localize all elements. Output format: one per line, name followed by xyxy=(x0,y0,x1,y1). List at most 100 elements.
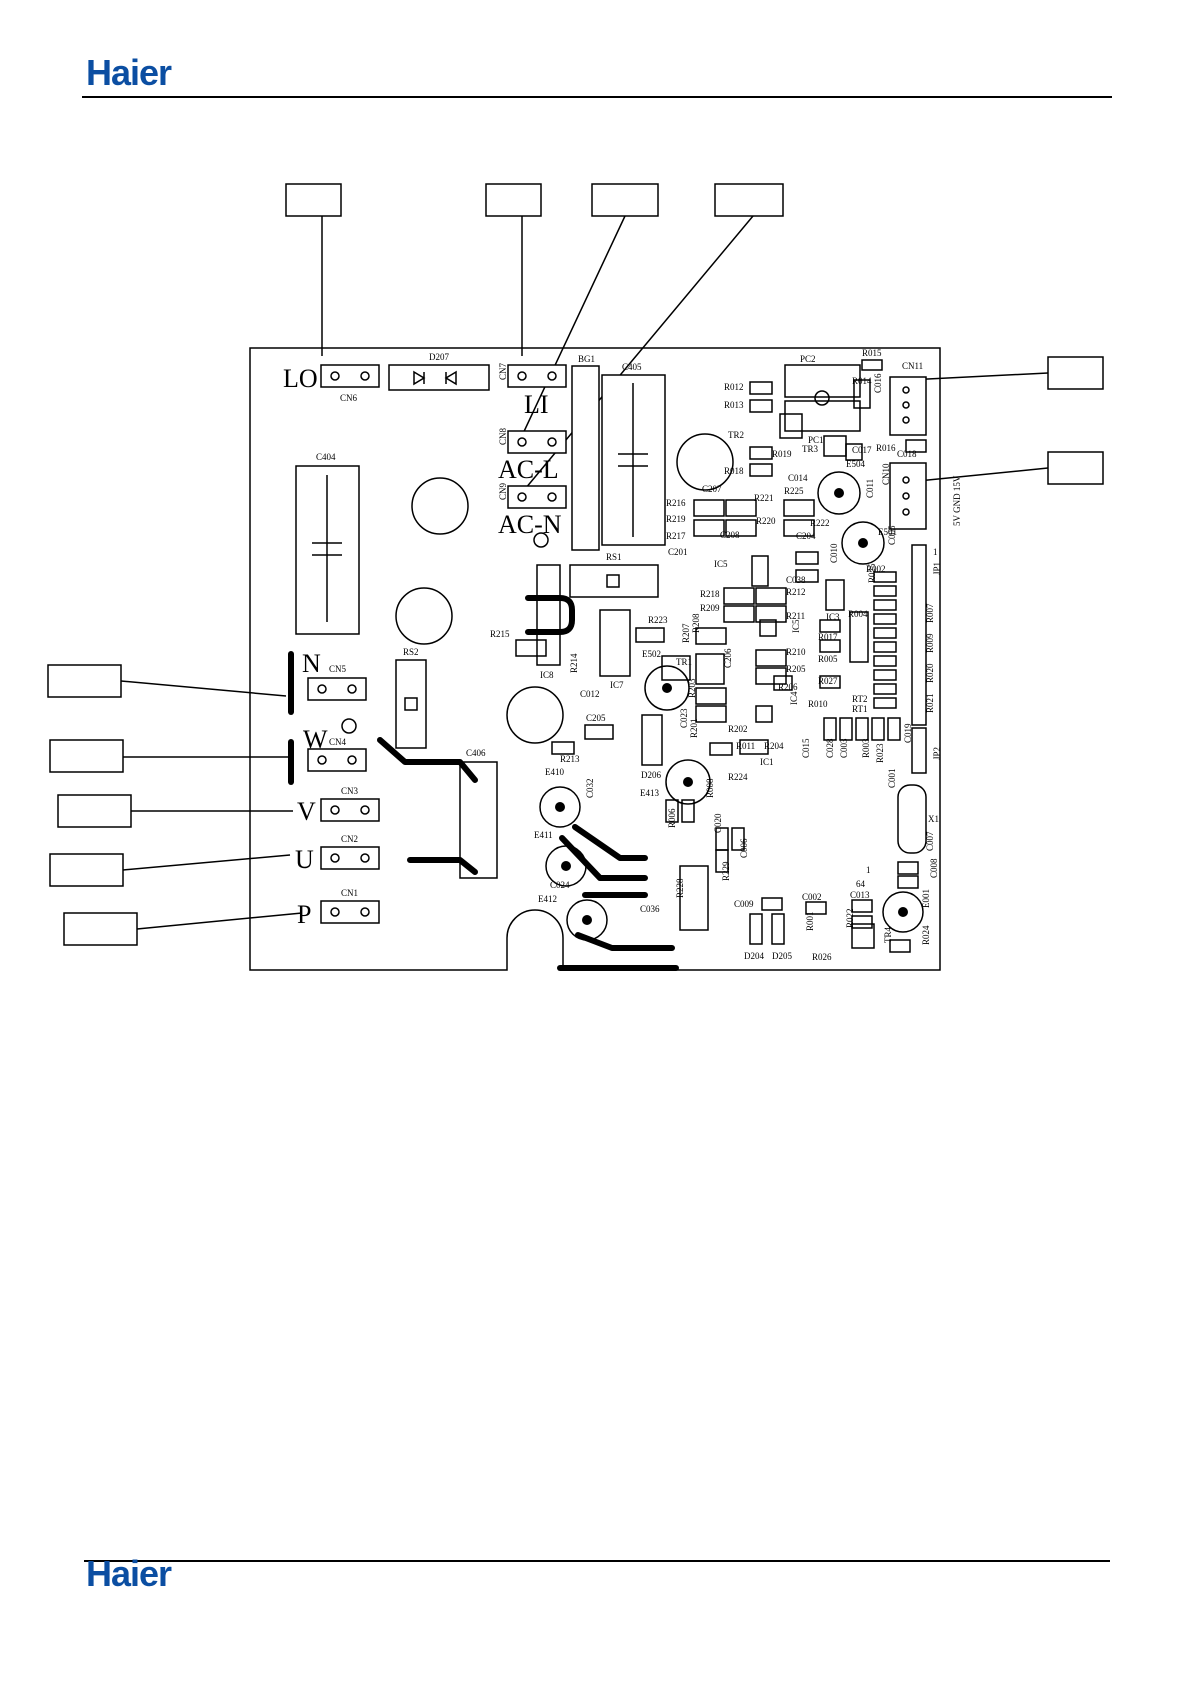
haier-logo-bottom: Haier xyxy=(86,1553,172,1594)
svg-text:C006: C006 xyxy=(739,838,749,858)
svg-text:C404: C404 xyxy=(316,452,336,462)
ic8: IC8 xyxy=(536,564,561,680)
svg-text:R027: R027 xyxy=(818,676,838,686)
header-rule xyxy=(82,96,1112,98)
svg-text:RS2: RS2 xyxy=(403,647,419,657)
callout-box-acn xyxy=(714,183,784,217)
jp1: JP1 1 xyxy=(911,544,942,726)
svg-text:R228: R228 xyxy=(675,878,685,898)
svg-text:R225: R225 xyxy=(784,486,804,496)
svg-text:E001: E001 xyxy=(921,889,931,908)
svg-text:C032: C032 xyxy=(585,778,595,798)
svg-text:C023: C023 xyxy=(679,708,689,728)
svg-text:R214: R214 xyxy=(569,653,579,673)
svg-text:IC1: IC1 xyxy=(760,757,774,767)
svg-text:R218: R218 xyxy=(700,589,720,599)
c404: C404 xyxy=(295,452,360,635)
svg-text:R022: R022 xyxy=(845,908,855,928)
svg-text:R212: R212 xyxy=(786,587,806,597)
callout-box-lo xyxy=(285,183,342,217)
label-li: LI xyxy=(524,390,549,419)
svg-text:E410: E410 xyxy=(545,767,564,777)
svg-text:R217: R217 xyxy=(666,531,686,541)
label-cn3: CN3 xyxy=(341,786,359,796)
svg-text:1: 1 xyxy=(866,865,871,875)
mount-hole-2 xyxy=(395,587,453,645)
svg-text:JP2: JP2 xyxy=(932,747,942,760)
svg-text:IC7: IC7 xyxy=(610,680,624,690)
svg-text:R210: R210 xyxy=(786,647,806,657)
svg-text:R008: R008 xyxy=(705,778,715,798)
svg-text:D204: D204 xyxy=(744,951,764,961)
svg-text:R208: R208 xyxy=(691,613,701,633)
svg-text:TR4: TR4 xyxy=(883,926,893,943)
svg-text:RS1: RS1 xyxy=(606,552,622,562)
svg-text:C036: C036 xyxy=(640,904,660,914)
svg-text:R009: R009 xyxy=(925,633,935,653)
svg-text:R016: R016 xyxy=(876,443,896,453)
callout-box-acl xyxy=(591,183,659,217)
svg-text:C020: C020 xyxy=(713,813,723,833)
svg-text:C028: C028 xyxy=(825,738,835,758)
svg-text:R002: R002 xyxy=(866,564,886,574)
svg-text:R020: R020 xyxy=(925,663,935,683)
svg-text:RT1: RT1 xyxy=(852,704,867,714)
label-acn: AC-N xyxy=(498,510,562,539)
board-outline xyxy=(249,347,941,971)
svg-text:E413: E413 xyxy=(640,788,659,798)
label-cn9: CN9 xyxy=(498,482,508,500)
connector-acn: AC-N CN9 xyxy=(498,482,567,548)
connector-lo: LO CN6 xyxy=(283,364,380,403)
svg-text:R229: R229 xyxy=(721,861,731,881)
svg-text:C204: C204 xyxy=(796,531,816,541)
connector-acl: AC-L CN8 xyxy=(498,427,567,484)
svg-text:C010: C010 xyxy=(829,543,839,563)
pc2: PC2 xyxy=(784,354,861,398)
svg-text:C406: C406 xyxy=(466,748,486,758)
svg-text:R001: R001 xyxy=(805,911,815,931)
svg-text:C011: C011 xyxy=(865,479,875,498)
svg-text:TR2: TR2 xyxy=(728,430,744,440)
label-acl: AC-L xyxy=(498,455,559,484)
svg-text:R005: R005 xyxy=(818,654,838,664)
svg-text:IC5: IC5 xyxy=(791,619,801,633)
svg-text:R004: R004 xyxy=(848,609,868,619)
svg-text:R019: R019 xyxy=(772,449,792,459)
rs2: RS2 xyxy=(395,647,427,749)
svg-text:64: 64 xyxy=(856,879,866,889)
x1: X1 xyxy=(897,784,939,854)
svg-text:R207: R207 xyxy=(681,623,691,643)
callout-box-u xyxy=(49,853,124,887)
svg-text:R007: R007 xyxy=(925,603,935,623)
r228: R228 xyxy=(675,865,709,931)
bg1: BG1 xyxy=(571,354,600,551)
d207: D207 xyxy=(388,352,490,391)
svg-text:TR3: TR3 xyxy=(802,444,819,454)
svg-text:TR1: TR1 xyxy=(676,657,692,667)
svg-text:C038: C038 xyxy=(786,575,806,585)
svg-text:C208: C208 xyxy=(720,530,740,540)
svg-text:E501: E501 xyxy=(878,527,897,537)
callout-box-li xyxy=(485,183,542,217)
label-cn7: CN7 xyxy=(498,362,508,380)
svg-text:C001: C001 xyxy=(887,768,897,788)
svg-text:R202: R202 xyxy=(728,724,748,734)
svg-text:R011: R011 xyxy=(736,741,755,751)
svg-text:D205: D205 xyxy=(772,951,792,961)
connector-n: N CN5 xyxy=(288,649,367,715)
svg-text:R026: R026 xyxy=(812,952,832,962)
svg-text:RT2: RT2 xyxy=(852,694,867,704)
svg-text:R221: R221 xyxy=(754,493,774,503)
ic7: IC7 xyxy=(599,609,631,690)
label-lo: LO xyxy=(283,364,318,393)
label-cn11: CN11 xyxy=(902,361,923,371)
callout-boxes xyxy=(47,183,1104,946)
connector-u: U CN2 xyxy=(295,834,380,874)
svg-text:C205: C205 xyxy=(586,713,606,723)
svg-text:IC4: IC4 xyxy=(789,691,799,705)
svg-text:R205: R205 xyxy=(786,664,806,674)
svg-text:IC3: IC3 xyxy=(826,612,840,622)
jp2: JP2 xyxy=(911,727,942,774)
svg-text:E412: E412 xyxy=(538,894,557,904)
